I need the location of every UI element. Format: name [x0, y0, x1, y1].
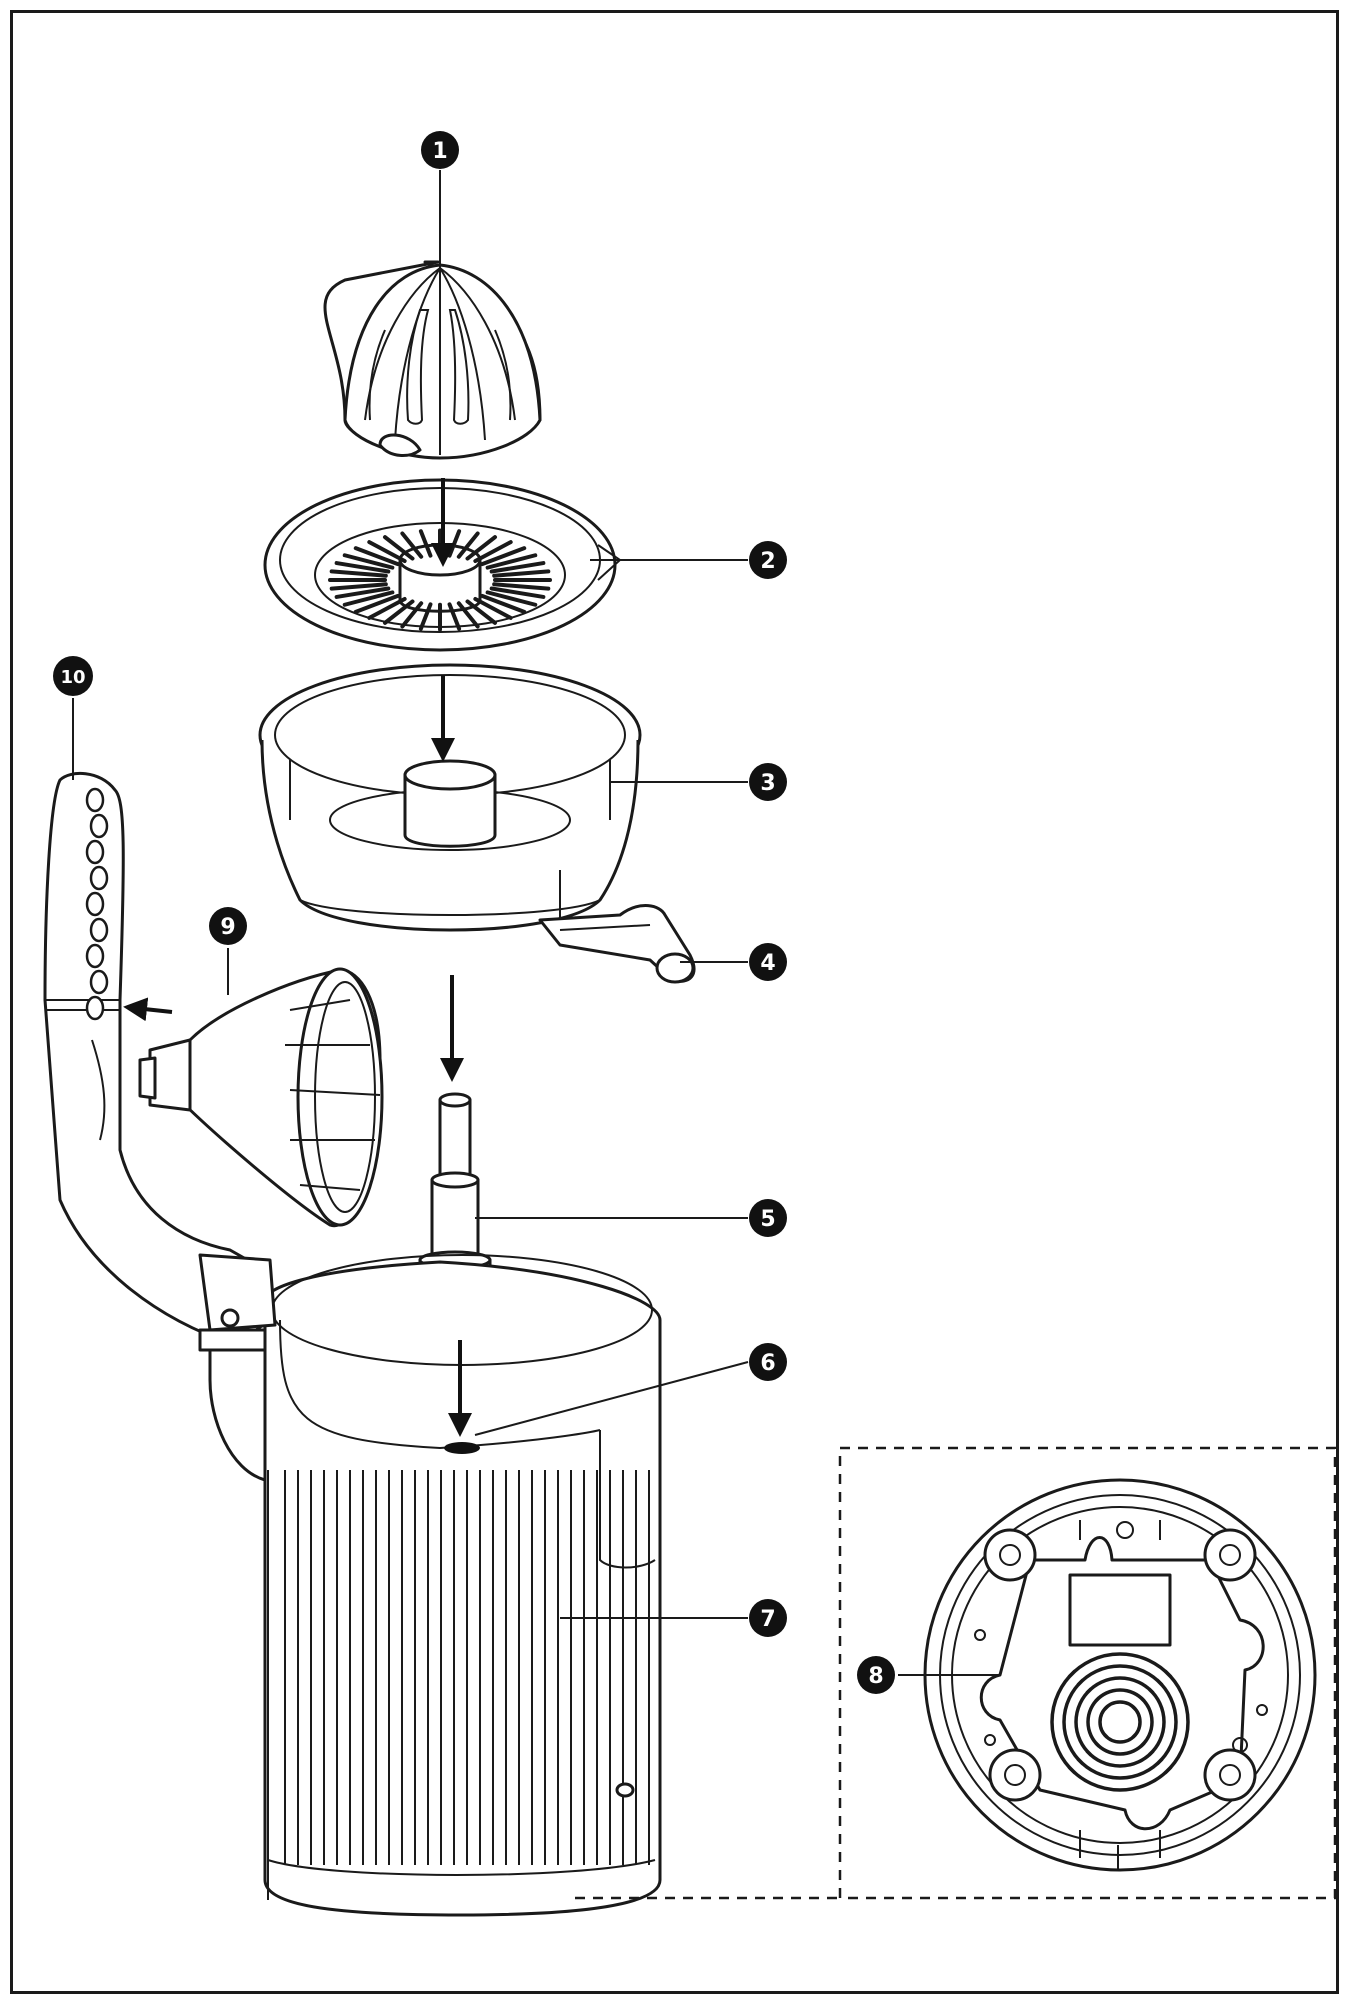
- lever-grip-hole: [85, 943, 105, 969]
- badge-part-6: 6: [749, 1343, 787, 1381]
- svg-text:8: 8: [868, 1664, 883, 1689]
- vent-slot: [1085, 1676, 1155, 1695]
- strainer-slot: [456, 601, 480, 629]
- badge-part-1: 1: [421, 131, 459, 169]
- badge-part-2: 2: [749, 541, 787, 579]
- badge-part-8: 8: [857, 1656, 895, 1694]
- reamer-drawing: [323, 260, 542, 460]
- svg-text:7: 7: [760, 1607, 775, 1632]
- arrow-9-10: [123, 997, 173, 1022]
- strainer-slot: [473, 596, 513, 620]
- vent-slot: [1085, 1749, 1155, 1768]
- strainer-slot: [329, 569, 388, 578]
- lever-grip-hole: [85, 839, 105, 865]
- vent-slot: [1147, 1687, 1166, 1757]
- strainer-slot: [342, 553, 395, 570]
- vent-slot: [1139, 1696, 1154, 1748]
- strainer-slot: [383, 599, 415, 625]
- lever-arm-drawing: [43, 771, 277, 1352]
- vent-slot: [1074, 1687, 1093, 1757]
- lever-grip-hole: [89, 917, 109, 943]
- strainer-slot: [485, 590, 538, 607]
- svg-text:9: 9: [220, 915, 235, 940]
- vent-slot: [1098, 1705, 1109, 1739]
- svg-text:2: 2: [760, 549, 775, 574]
- lever-grip-hole: [89, 813, 109, 839]
- strainer-slot: [485, 553, 538, 570]
- lever-grip-hole: [89, 865, 109, 891]
- badge-part-7: 7: [749, 1599, 787, 1637]
- vent-slot: [1094, 1741, 1146, 1756]
- strainer-slot: [492, 582, 551, 591]
- strainer-slot: [400, 531, 424, 559]
- svg-text:5: 5: [760, 1207, 775, 1232]
- strainer-slot: [473, 540, 513, 564]
- strainer-slot: [480, 546, 527, 567]
- strainer-slot: [353, 546, 400, 567]
- vent-slot: [1155, 1678, 1178, 1766]
- juice-container-drawing: [258, 663, 642, 932]
- lever-grip-hole: [85, 787, 105, 813]
- strainer-slot: [400, 601, 424, 629]
- vent-slot: [1067, 1652, 1173, 1679]
- vent-slot: [1050, 1669, 1077, 1775]
- lever-grip-hole: [89, 969, 109, 995]
- leader-lines: [72, 170, 1000, 1676]
- vent-slot: [1131, 1705, 1142, 1739]
- strainer-slot: [492, 569, 551, 578]
- strainer-slot: [418, 602, 433, 631]
- svg-text:10: 10: [60, 667, 85, 688]
- motor-base-drawing: [208, 1254, 662, 1917]
- strainer-slot: [480, 593, 527, 614]
- vent-slot: [1086, 1696, 1101, 1748]
- badge-part-9: 9: [209, 907, 247, 945]
- strainer-slot: [465, 535, 497, 561]
- lever-grip-hole: [85, 995, 105, 1021]
- base-underside-inset: [575, 1446, 1337, 1900]
- vent-slot: [1067, 1765, 1173, 1792]
- filter-strainer-drawing: [263, 478, 622, 652]
- strainer-slot: [418, 529, 433, 558]
- badge-part-5: 5: [749, 1199, 787, 1237]
- vent-slot: [1076, 1757, 1164, 1780]
- strainer-slot: [329, 582, 388, 591]
- badge-part-3: 3: [749, 763, 787, 801]
- strainer-slot: [342, 590, 395, 607]
- strainer-slot: [334, 586, 391, 599]
- vent-slot: [1076, 1664, 1164, 1687]
- strainer-slot: [383, 535, 415, 561]
- diagram-frame: [10, 10, 1339, 1994]
- vent-slot: [1163, 1669, 1190, 1775]
- strainer-slot: [465, 599, 497, 625]
- svg-text:3: 3: [760, 771, 775, 796]
- strainer-slot: [456, 531, 480, 559]
- part-number-badges: 1 2 3 4 5 6 7 8: [53, 131, 895, 1694]
- strainer-slot: [353, 593, 400, 614]
- press-cone-drawing: [138, 967, 384, 1228]
- vent-slot: [1094, 1688, 1146, 1703]
- strainer-slot: [489, 586, 546, 599]
- vent-slot: [1062, 1678, 1085, 1766]
- svg-text:1: 1: [432, 139, 447, 164]
- badge-part-4: 4: [749, 943, 787, 981]
- strainer-slot: [489, 561, 546, 574]
- assembly-arrows: [123, 478, 472, 1437]
- lever-grip-hole: [85, 891, 105, 917]
- badge-part-10: 10: [53, 656, 93, 696]
- svg-text:6: 6: [760, 1351, 775, 1376]
- strainer-slot: [334, 561, 391, 574]
- strainer-slot: [447, 602, 462, 631]
- strainer-slot: [367, 540, 407, 564]
- svg-text:4: 4: [760, 951, 775, 976]
- strainer-slot: [367, 596, 407, 620]
